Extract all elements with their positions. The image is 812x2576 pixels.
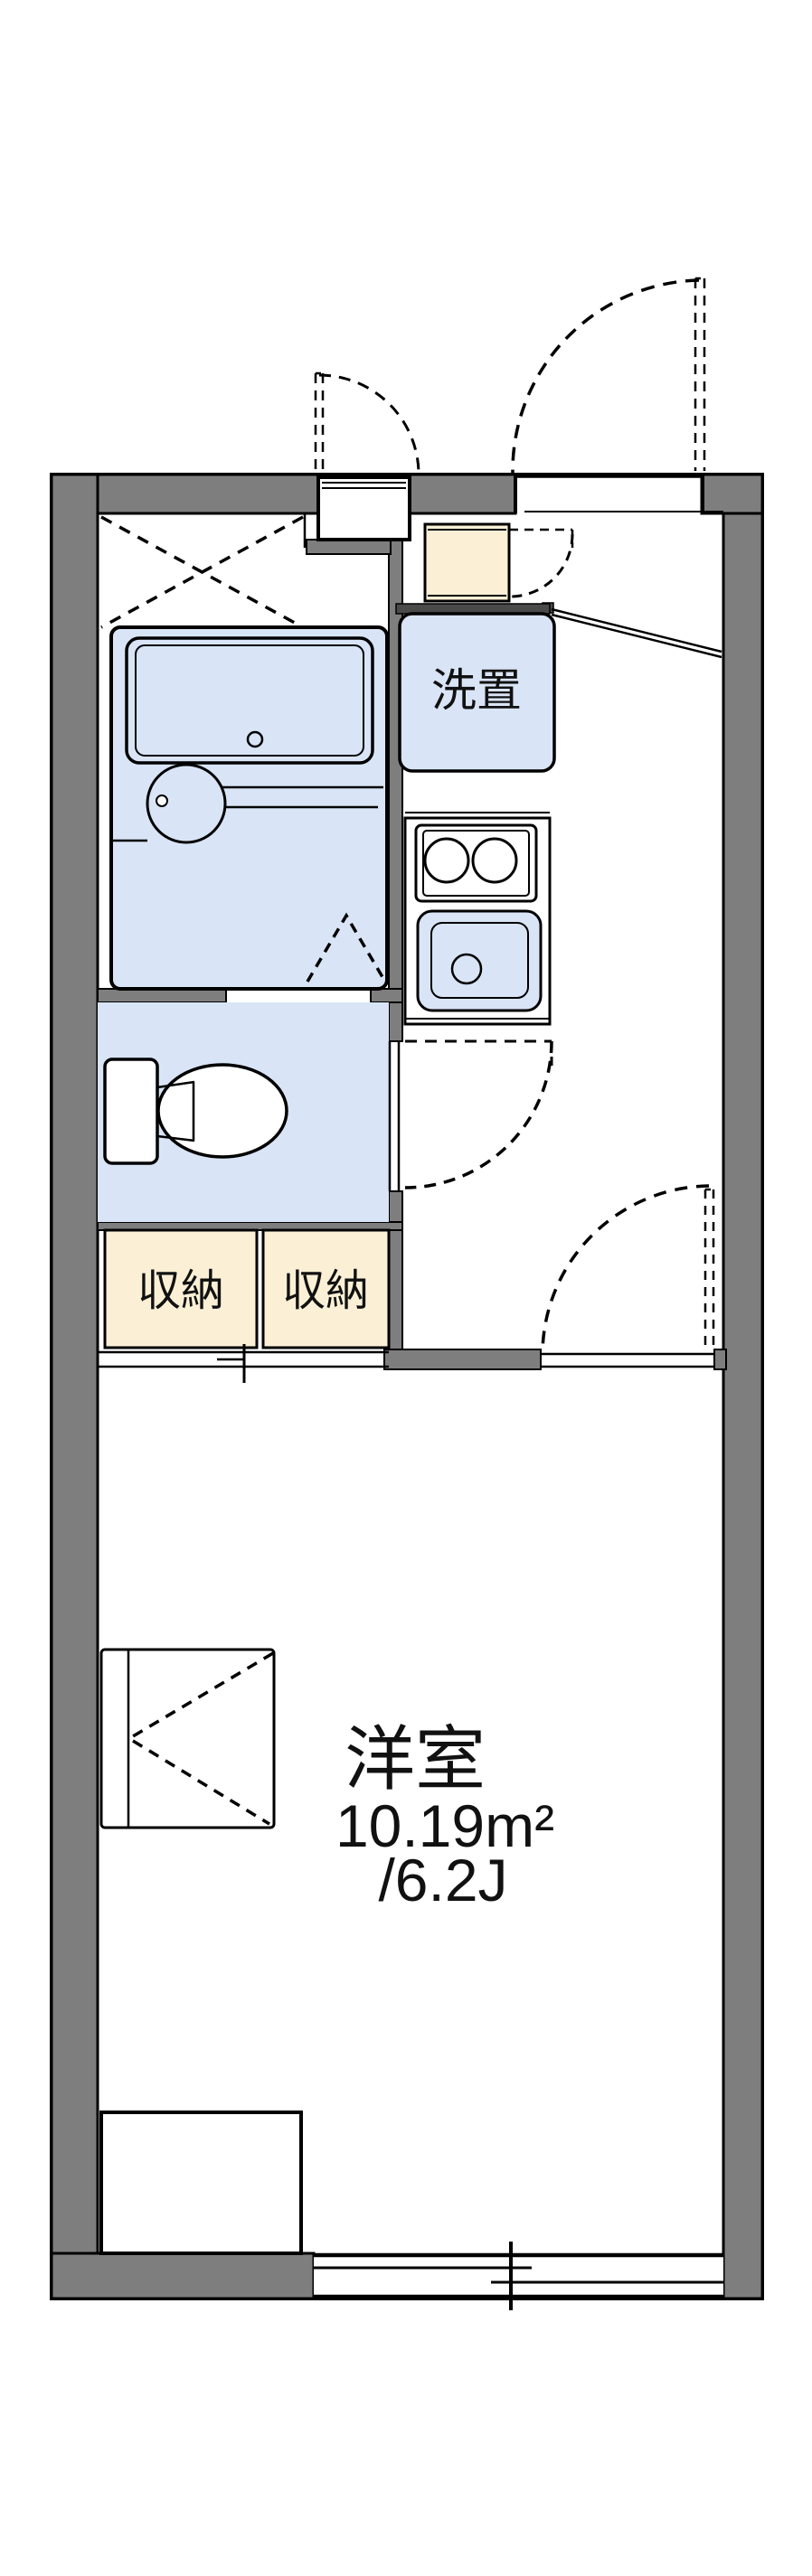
bathroom-window-door <box>314 371 420 475</box>
toilet-door-arc <box>404 1040 553 1189</box>
wall-corridor-room-right <box>713 1349 727 1370</box>
entrance-door <box>511 277 706 475</box>
room-name-label: 洋室 <box>345 1719 486 1799</box>
wall-right <box>722 512 764 2300</box>
room-corner-box <box>99 2111 303 2255</box>
storage-left-label: 収納 <box>137 1267 224 1315</box>
stove-burner-left <box>423 837 470 884</box>
sliding-window <box>314 2242 723 2310</box>
window-opening <box>314 2253 723 2299</box>
toilet-bowl <box>156 1063 288 1159</box>
bathroom-window-door-arc <box>318 373 420 475</box>
bathtub <box>125 636 374 765</box>
storage-closet-right <box>261 1228 391 1349</box>
bathroom <box>100 513 389 991</box>
entrance-step-edge-1 <box>551 607 722 653</box>
kitchen <box>403 812 552 1026</box>
kitchen-sink-inner <box>430 922 529 999</box>
storage-closet-left <box>103 1228 259 1349</box>
bay-alcove <box>99 1648 276 1829</box>
main-room: 洋室 10.19m² /6.2J <box>99 1648 554 2255</box>
wall-bath-toilet-right <box>370 988 403 1003</box>
shoe-cabinet-door <box>509 528 574 598</box>
shoe-cabinet-door-arc <box>510 533 574 598</box>
wall-top-middle <box>408 473 517 515</box>
bath-window-bay <box>316 475 411 541</box>
bathroom-cross-dash-2 <box>100 515 304 629</box>
washer-space-label: 洗置 <box>431 665 522 716</box>
wall-corridor-room-left <box>383 1349 542 1370</box>
bay-alcove-dash-2 <box>132 1739 270 1826</box>
gas-stove-inner <box>422 830 530 897</box>
toilet-seat-line-1 <box>156 1080 195 1089</box>
stove-burner-right <box>471 837 518 884</box>
washing-machine-space <box>398 612 556 773</box>
toilet-seat-line-2 <box>156 1134 195 1142</box>
shoe-cabinet <box>423 522 511 603</box>
room-area-m2-label: 10.19m² <box>335 1792 554 1859</box>
bathroom-folding-door <box>306 912 387 982</box>
main-room-door-arc <box>541 1184 710 1352</box>
partition-corridor-upper <box>388 512 403 1042</box>
wall-bath-toilet-left <box>97 988 227 1003</box>
partition-corridor-lower <box>388 1190 403 1370</box>
entrance-door-arc <box>511 278 700 475</box>
wall-bottom-left <box>50 2252 316 2300</box>
bay-alcove-dash-1 <box>132 1651 274 1738</box>
toilet-room <box>98 1002 389 1222</box>
toilet-door <box>404 1039 553 1189</box>
room-area-jo-label: /6.2J <box>378 1847 507 1913</box>
bathtub-inner <box>135 644 364 757</box>
toilet-tank <box>103 1058 159 1165</box>
sink-drain <box>450 953 483 985</box>
main-room-door <box>541 1184 715 1352</box>
bathtub-drain <box>246 730 264 748</box>
wall-left <box>50 473 99 2300</box>
wall-top-right <box>700 473 764 515</box>
storage-right-label: 収納 <box>282 1267 369 1315</box>
entrance-step-edge-2 <box>551 613 722 659</box>
washbasin-faucet <box>156 794 168 807</box>
entrance-area <box>423 522 722 659</box>
wall-under-bath-window <box>306 539 392 555</box>
washbasin <box>146 763 227 844</box>
